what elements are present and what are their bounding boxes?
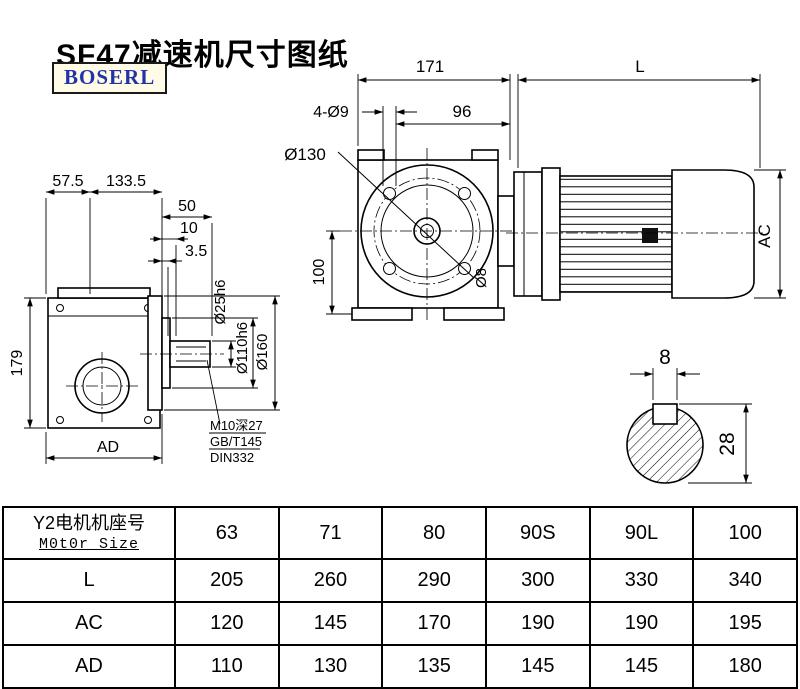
motor-size-label-en: M0t0r Size <box>38 536 139 553</box>
table-cell: 290 <box>381 558 487 603</box>
table-cell: 300 <box>484 558 591 603</box>
motor-size-71: 71 <box>277 506 384 560</box>
motor-size-63: 63 <box>174 506 280 560</box>
motor-size-90l: 90L <box>588 506 695 560</box>
keyway <box>652 403 678 425</box>
table-row-ac: AC 120 145 170 190 190 195 <box>2 601 798 646</box>
table-cell: 260 <box>277 558 384 603</box>
table-cell: 130 <box>277 644 384 689</box>
dim-label-ac: AC <box>755 224 774 248</box>
dim-label-50: 50 <box>178 198 196 215</box>
table-row-l: L 205 260 290 300 330 340 <box>2 558 798 603</box>
motor-size-80: 80 <box>381 506 487 560</box>
shaft-section-view: 8 28 <box>626 346 752 484</box>
table-cell: 145 <box>588 644 695 689</box>
side-view-dimensions: 57.5 133.5 50 10 3.5 179 <box>9 173 280 465</box>
table-cell: 190 <box>484 601 591 646</box>
table-cell: 195 <box>692 601 798 646</box>
brand-badge: BOSERL <box>52 62 168 94</box>
brand-text: BOSERL <box>64 65 156 89</box>
table-cell: 145 <box>277 601 384 646</box>
dim-label-4-d9: 4-Ø9 <box>313 104 349 121</box>
side-view: 57.5 133.5 50 10 3.5 179 <box>9 173 280 465</box>
shaft-section-dimensions: 8 28 <box>630 346 752 484</box>
table-cell: 340 <box>692 558 798 603</box>
front-view: 171 4-Ø9 96 Ø130 100 Ø8 <box>284 57 515 322</box>
table-cell: 330 <box>588 558 695 603</box>
housing-top-step <box>57 287 151 299</box>
bolt-hole-icon <box>458 187 471 200</box>
motor-size-label-cn: Y2电机机座号 <box>32 513 146 533</box>
housing-foot <box>351 307 413 321</box>
dim-label-d110: Ø110h6 <box>234 322 251 374</box>
table-cell: 110 <box>174 644 280 689</box>
bolt-hole-icon <box>383 187 396 200</box>
dim-label-96: 96 <box>453 102 472 121</box>
row-label-l: L <box>2 558 176 603</box>
dim-label-3-5: 3.5 <box>185 243 207 260</box>
row-label-ad: AD <box>2 644 176 689</box>
table-cell: 120 <box>174 601 280 646</box>
dim-label-8: 8 <box>659 346 671 369</box>
motor-view: L AC <box>506 57 786 301</box>
dim-label-57-5: 57.5 <box>52 173 83 190</box>
dimension-table: Y2电机机座号 M0t0r Size 63 71 80 90S 90L 100 … <box>2 506 798 689</box>
front-view-dimensions: 171 4-Ø9 96 Ø130 100 Ø8 <box>284 57 511 315</box>
note-standard-gb: GB/T145 <box>210 434 262 449</box>
note-standard-din: DIN332 <box>210 450 254 465</box>
d130-leader-line <box>337 151 475 279</box>
motor-nameplate <box>642 228 658 243</box>
table-cell: 145 <box>484 644 591 689</box>
side-view-geometry <box>47 287 224 429</box>
table-cell: 190 <box>588 601 695 646</box>
fan-cowl <box>671 169 755 299</box>
dim-label-171: 171 <box>416 57 444 76</box>
dim-label-100: 100 <box>311 259 328 286</box>
motor-adapter <box>513 171 543 297</box>
motor-geometry <box>506 167 766 301</box>
dim-label-d160: Ø160 <box>254 334 271 371</box>
technical-drawing: 57.5 133.5 50 10 3.5 179 <box>9 57 786 484</box>
dim-label-10: 10 <box>180 220 198 237</box>
dim-label-133-5: 133.5 <box>106 173 146 190</box>
motor-flange <box>541 167 561 301</box>
table-row-ad: AD 110 130 135 145 145 180 <box>2 644 798 689</box>
dim-label-d8: Ø8 <box>473 268 490 288</box>
dim-label-d130: Ø130 <box>284 145 326 164</box>
output-flange-side <box>147 295 163 411</box>
table-cell: 135 <box>381 644 487 689</box>
screw-hole-icon <box>56 304 64 312</box>
bolt-hole-icon <box>383 262 396 275</box>
motor-size-header-cell: Y2电机机座号 M0t0r Size <box>2 506 176 560</box>
table-header-row: Y2电机机座号 M0t0r Size 63 71 80 90S 90L 100 <box>2 506 798 560</box>
dim-label-l: L <box>635 57 644 76</box>
dim-label-d25: Ø25h6 <box>212 279 229 324</box>
table-cell: 180 <box>692 644 798 689</box>
dim-label-28: 28 <box>716 432 739 455</box>
motor-size-100: 100 <box>692 506 798 560</box>
dim-label-ad: AD <box>97 439 119 456</box>
table-cell: 170 <box>381 601 487 646</box>
note-thread: M10深27 <box>210 418 263 433</box>
front-view-geometry <box>337 148 515 322</box>
table-cell: 205 <box>174 558 280 603</box>
row-label-ac: AC <box>2 601 176 646</box>
housing-foot <box>443 307 505 321</box>
motor-size-90s: 90S <box>484 506 591 560</box>
screw-hole-icon <box>144 416 152 424</box>
flange-spigot-side <box>161 317 171 389</box>
dim-label-179: 179 <box>9 350 26 377</box>
motor-dimensions: L AC <box>517 57 786 299</box>
screw-hole-icon <box>56 416 64 424</box>
